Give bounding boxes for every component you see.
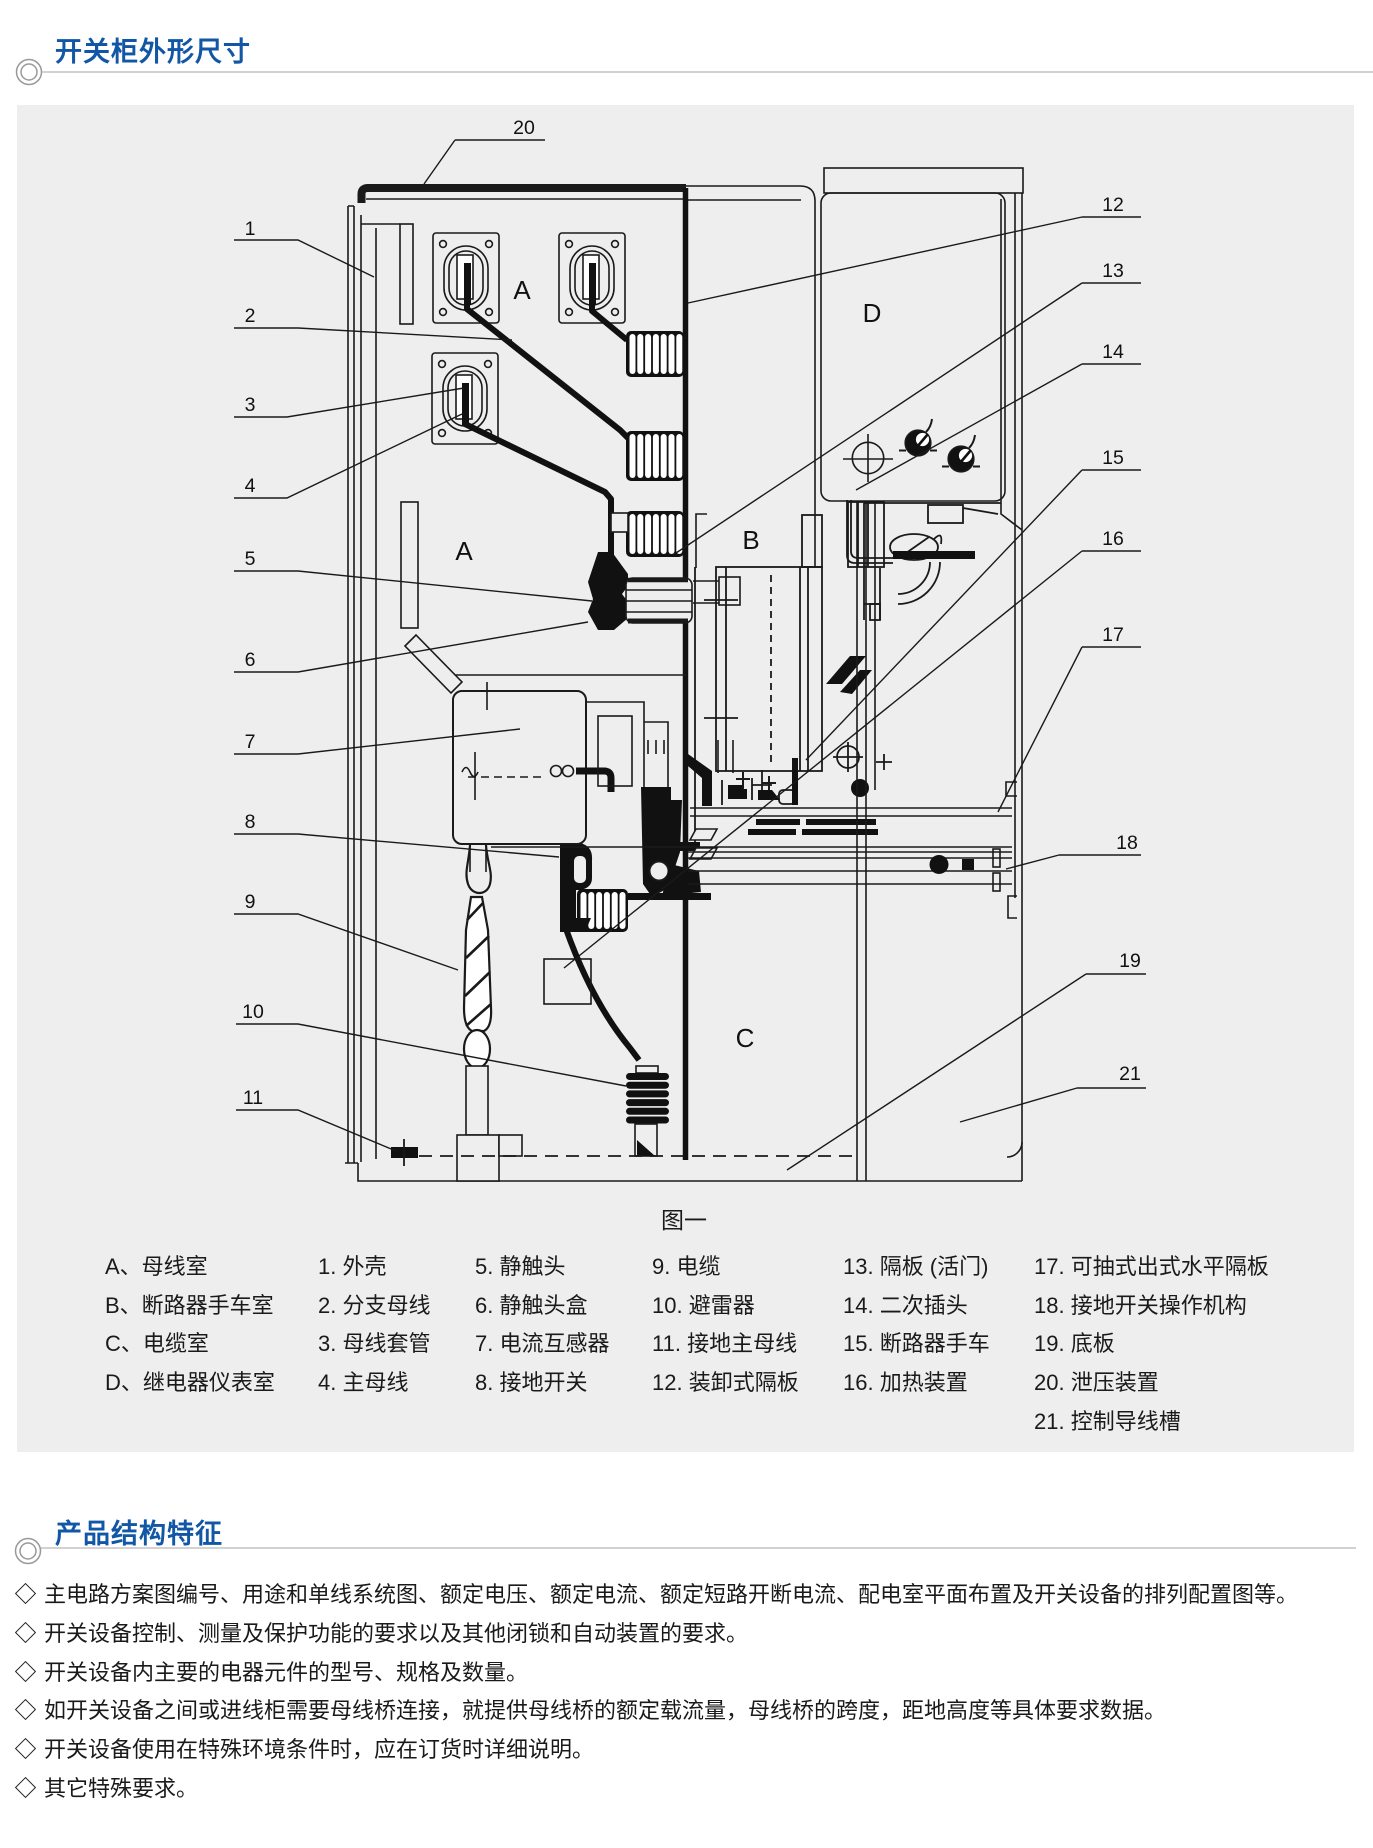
svg-text:12: 12 <box>1102 194 1124 216</box>
svg-text:A: A <box>513 275 531 305</box>
svg-text:20: 20 <box>513 117 535 139</box>
svg-text:6: 6 <box>245 649 256 671</box>
svg-text:7: 7 <box>245 731 256 753</box>
svg-text:4: 4 <box>245 475 256 497</box>
svg-text:13: 13 <box>1102 260 1124 282</box>
svg-text:14: 14 <box>1102 341 1124 363</box>
svg-text:3: 3 <box>245 394 256 416</box>
svg-text:11: 11 <box>243 1087 263 1109</box>
svg-text:2: 2 <box>245 305 256 327</box>
svg-text:9: 9 <box>245 891 256 913</box>
svg-text:17: 17 <box>1102 624 1124 646</box>
svg-text:D: D <box>863 298 882 328</box>
svg-text:5: 5 <box>245 548 256 570</box>
svg-text:8: 8 <box>245 811 256 833</box>
svg-text:18: 18 <box>1116 832 1138 854</box>
svg-text:21: 21 <box>1119 1063 1141 1085</box>
svg-text:10: 10 <box>242 1001 264 1023</box>
svg-text:A: A <box>455 536 473 566</box>
svg-text:16: 16 <box>1102 528 1124 550</box>
svg-text:1: 1 <box>245 218 256 240</box>
svg-text:15: 15 <box>1102 447 1124 469</box>
svg-text:C: C <box>736 1023 755 1053</box>
svg-text:B: B <box>742 525 759 555</box>
svg-text:19: 19 <box>1119 950 1141 972</box>
